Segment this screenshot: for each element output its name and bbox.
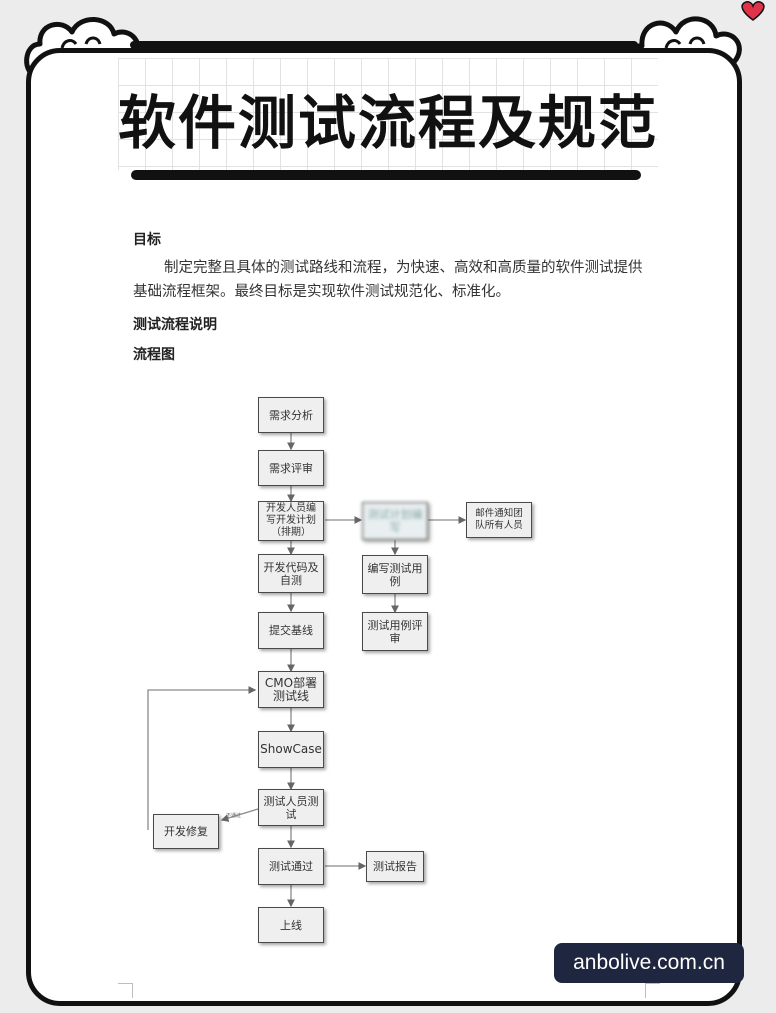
node-case-review: 测试用例评审	[362, 612, 428, 651]
node-go-live: 上线	[258, 907, 324, 943]
node-submit-baseline: 提交基线	[258, 612, 324, 649]
node-cmo-deploy: CMO部署测试线	[258, 671, 324, 708]
node-showcase: ShowCase	[258, 731, 324, 768]
crop-mark	[118, 983, 133, 998]
document-title: 软件测试流程及规范	[118, 89, 659, 157]
node-dev-fix: 开发修复	[153, 814, 219, 849]
title-grid-background	[118, 58, 658, 170]
heart-icon	[741, 1, 765, 21]
node-dev-plan: 开发人员编写开发计划（排期）	[258, 501, 324, 541]
title-underline	[131, 170, 641, 180]
node-email-notify: 邮件通知团队所有人员	[466, 502, 532, 538]
crop-mark	[645, 983, 660, 998]
watermark-badge: anbolive.com.cn	[554, 943, 744, 983]
node-blurred-step: 测试计划编写	[362, 502, 428, 540]
node-requirement-review: 需求评审	[258, 450, 324, 486]
goal-heading: 目标	[133, 232, 161, 248]
process-heading: 测试流程说明	[133, 317, 217, 333]
goal-paragraph: 制定完整且具体的测试路线和流程，为快速、高效和高质量的软件测试提供基础流程框架。…	[133, 260, 643, 300]
node-test-pass: 测试通过	[258, 848, 324, 885]
fail-edge-label: 不通过	[226, 813, 242, 819]
top-divider	[130, 41, 638, 49]
node-write-cases: 编写测试用例	[362, 555, 428, 594]
node-dev-code: 开发代码及自测	[258, 554, 324, 593]
node-requirement-analysis: 需求分析	[258, 397, 324, 433]
node-test-report: 测试报告	[366, 851, 424, 882]
flowchart-heading: 流程图	[133, 347, 175, 363]
node-tester-test: 测试人员测试	[258, 789, 324, 826]
